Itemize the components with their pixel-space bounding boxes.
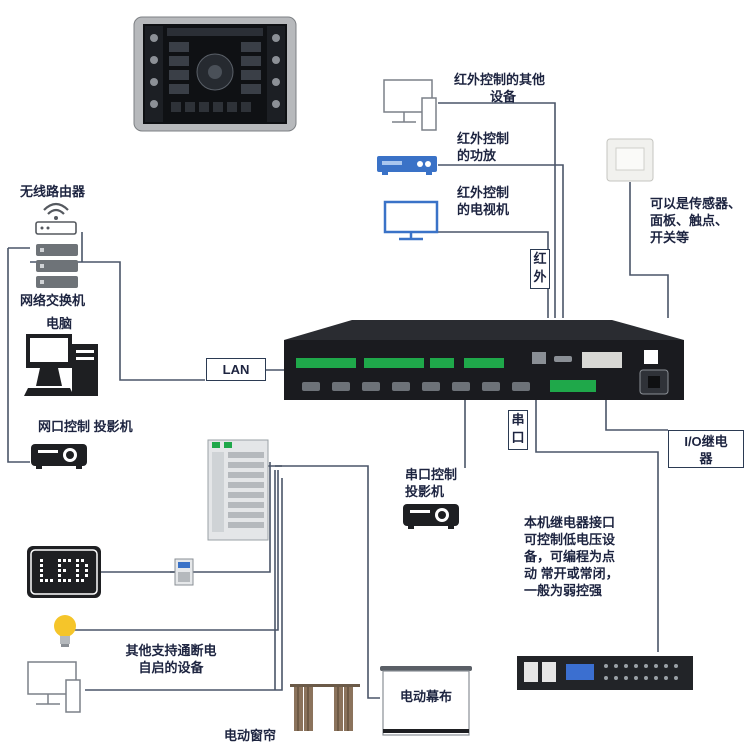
ir-tv-label: 红外控制 的电视机 — [457, 184, 509, 218]
sensor-label: 可以是传感器、 面板、触点、 开关等 — [650, 195, 741, 246]
other-devices-label-line1: 其他支持通断电 — [125, 643, 217, 658]
sensor-label-line1: 可以是传感器、 — [650, 196, 742, 211]
serial-projector-icon — [402, 502, 460, 530]
network-projector-icon — [30, 442, 88, 470]
ir-tv-label-line1: 红外控制 — [457, 185, 510, 200]
network-switch-icon — [32, 242, 82, 292]
screen-label: 电动幕布 — [400, 689, 453, 704]
other-devices-label-line2: 自启的设备 — [138, 660, 204, 675]
relay-description: 本机继电器接口 可控制低电压设 备，可编程为点 动 常开或常闭， 一般为弱控强 — [524, 514, 619, 599]
serial-tag: 串口 — [508, 410, 528, 450]
wall-switch-panel-icon — [606, 138, 654, 182]
projection-screen-icon — [378, 664, 474, 738]
relay-desc-line2: 可控制低电压设 — [524, 532, 616, 547]
light-bulb-icon — [50, 612, 80, 650]
pc-label: 电脑 — [46, 316, 73, 331]
ir-amp-label: 红外控制 的功放 — [457, 130, 509, 164]
net-projector-label: 网口控制 投影机 — [38, 419, 133, 434]
touch-panel-tablet — [133, 16, 297, 132]
ir-other-label-line2: 设备 — [490, 89, 517, 104]
serial-projector-label-line1: 串口控制 — [405, 467, 458, 482]
wireless-router-icon — [30, 196, 82, 236]
ir-tag: 红外 — [530, 249, 550, 289]
io-relay-tag-line1: I/O继电 — [684, 434, 728, 449]
switch-label: 网络交换机 — [20, 293, 86, 308]
serial-projector-label-line2: 投影机 — [405, 484, 445, 499]
ir-tag-text: 红外 — [533, 251, 547, 284]
relay-module-device — [206, 438, 270, 542]
router-label: 无线路由器 — [20, 184, 86, 199]
serial-projector-label: 串口控制 投影机 — [405, 466, 457, 500]
serial-tag-text: 串口 — [511, 412, 525, 445]
curtain-label: 电动窗帘 — [224, 728, 277, 743]
other-device-icon — [26, 660, 84, 716]
ir-amp-label-line1: 红外控制 — [457, 131, 510, 146]
sensor-label-line2: 面板、触点、 — [650, 213, 729, 228]
power-sequencer-device — [516, 652, 694, 696]
central-controller-device — [282, 318, 686, 402]
desktop-computer-icon — [24, 330, 102, 398]
relay-desc-line1: 本机继电器接口 — [524, 515, 616, 530]
relay-desc-line5: 一般为弱控强 — [524, 583, 603, 598]
ir-other-label-line1: 红外控制的其他 — [454, 72, 546, 87]
io-relay-tag-line2: 器 — [699, 451, 713, 466]
contactor-icon — [174, 558, 194, 586]
ir-tv-label-line2: 的电视机 — [457, 202, 510, 217]
lan-tag-text: LAN — [222, 362, 250, 377]
ir-other-device-icon — [382, 78, 440, 134]
electric-curtain-icon — [288, 682, 362, 732]
other-devices-label: 其他支持通断电 自启的设备 — [116, 642, 226, 676]
ir-tv-icon — [383, 200, 439, 242]
ir-amplifier-icon — [376, 154, 438, 176]
ir-amp-label-line2: 的功放 — [457, 148, 497, 163]
lan-tag: LAN — [206, 358, 266, 381]
led-display-icon — [26, 545, 102, 599]
relay-desc-line4: 动 常开或常闭， — [524, 566, 619, 581]
ir-other-label: 红外控制的其他 设备 — [454, 71, 545, 105]
sensor-label-line3: 开关等 — [650, 230, 690, 245]
io-relay-tag: I/O继电 器 — [668, 430, 744, 468]
relay-desc-line3: 备，可编程为点 — [524, 549, 616, 564]
